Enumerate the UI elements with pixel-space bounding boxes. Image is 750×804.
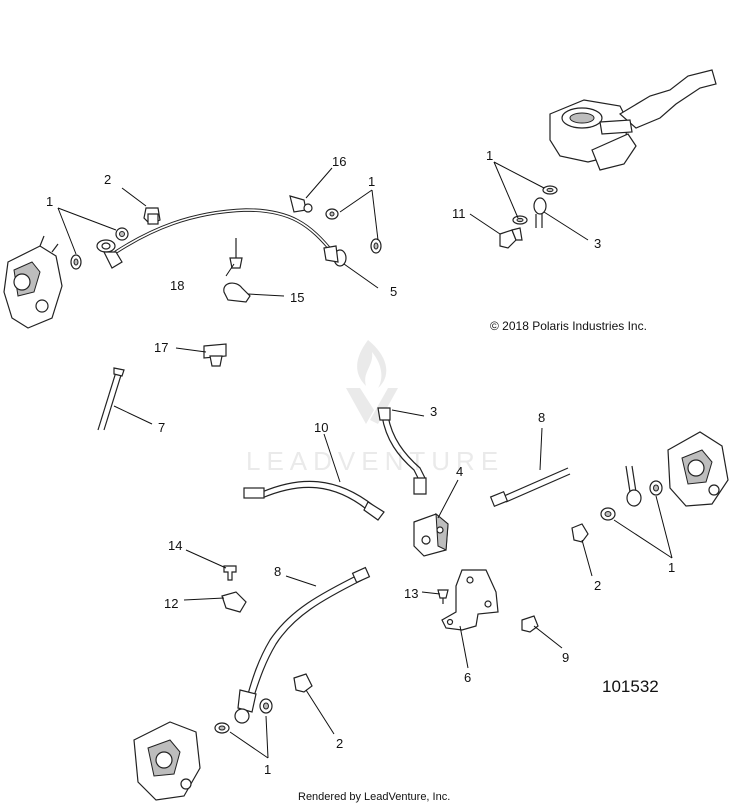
callout-9: 9: [562, 650, 569, 665]
brake-line-3-center: [377, 407, 427, 495]
washer-1c: [325, 208, 339, 220]
rendered-by-footer: Rendered by LeadVenture, Inc.: [298, 791, 450, 803]
bolt-9: [521, 615, 539, 633]
washer-1a: [70, 254, 82, 270]
banjo-3a: [533, 197, 547, 228]
banjo-line-right: [625, 465, 642, 507]
washer-1d: [370, 238, 382, 254]
callout-2: 2: [104, 172, 111, 187]
leadventure-watermark: LEADVENTURE: [246, 340, 504, 476]
brake-line-8-lower: [234, 566, 371, 724]
caliper-top-left: [3, 235, 63, 329]
callout-16: 16: [332, 154, 346, 169]
callout-6: 6: [464, 670, 471, 685]
washer-1h: [600, 507, 616, 521]
callout-4: 4: [456, 464, 463, 479]
callout-1: 1: [486, 148, 493, 163]
washer-1i: [259, 698, 273, 714]
callout-3: 3: [430, 404, 437, 419]
callout-1: 1: [264, 762, 271, 777]
brake-line-10: [243, 480, 385, 521]
bolt-14: [223, 565, 237, 581]
copyright-notice: © 2018 Polaris Industries Inc.: [490, 319, 647, 333]
screw-13: [437, 589, 449, 604]
fitting-16: [289, 195, 313, 213]
washer-1j: [214, 722, 230, 734]
callout-1: 1: [668, 560, 675, 575]
callout-1: 1: [46, 194, 53, 209]
brake-line-5: [96, 208, 347, 269]
callout-labels: 1 2 1 16 1 18 5 15 11 3 17 7 3 10 8 4 2 …: [46, 148, 675, 777]
callout-8: 8: [538, 410, 545, 425]
washer-1g: [649, 480, 663, 496]
banjo-bolt-2b: [571, 523, 589, 543]
callout-3: 3: [594, 236, 601, 251]
banjo-bolt-2c: [293, 673, 313, 693]
callout-18: 18: [170, 278, 184, 293]
caliper-right: [667, 431, 729, 507]
callout-17: 17: [154, 340, 168, 355]
master-cylinder: [549, 69, 717, 171]
callout-2: 2: [336, 736, 343, 751]
washer-1f: [512, 215, 528, 225]
callout-12: 12: [164, 596, 178, 611]
washer-1e: [542, 185, 558, 195]
clip-12: [221, 591, 247, 613]
junction-block-4: [413, 512, 449, 557]
callout-10: 10: [314, 420, 328, 435]
callout-8: 8: [274, 564, 281, 579]
washer-1b: [115, 227, 129, 241]
bolt-11: [499, 227, 523, 249]
callout-14: 14: [168, 538, 182, 553]
callout-11: 11: [452, 206, 466, 221]
callout-15: 15: [290, 290, 304, 305]
clip-15: [223, 282, 251, 303]
watermark-text: LEADVENTURE: [246, 446, 504, 476]
figure-number: 101532: [602, 677, 659, 696]
leader-lines: [57, 161, 673, 759]
callout-1: 1: [368, 174, 375, 189]
callout-5: 5: [390, 284, 397, 299]
brake-line-8-right: [489, 467, 571, 508]
banjo-bolt-2a: [143, 207, 161, 225]
rivet-18: [229, 238, 243, 269]
callout-13: 13: [404, 586, 418, 601]
callout-2: 2: [594, 578, 601, 593]
clip-17: [203, 343, 227, 367]
tie-strap-7: [97, 367, 125, 431]
bracket-6: [441, 569, 499, 631]
caliper-lower-left: [133, 721, 201, 801]
callout-7: 7: [158, 420, 165, 435]
